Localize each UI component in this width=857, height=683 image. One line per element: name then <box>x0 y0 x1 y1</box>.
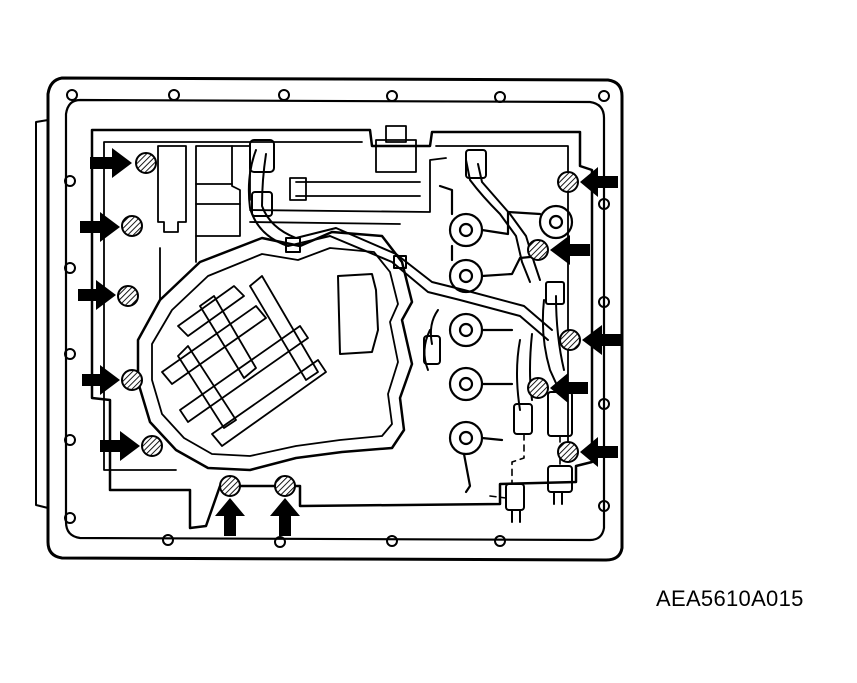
hatched-bolt-head-icon <box>527 239 549 261</box>
hatched-bolt-head-icon <box>219 475 241 497</box>
hatched-bolt-head-icon <box>117 285 139 307</box>
pan-side-lip <box>35 119 49 509</box>
solid-arrow-icon <box>78 280 116 310</box>
hatched-bolt-head-icon <box>557 441 579 463</box>
solid-arrow-icon <box>82 365 120 395</box>
solid-arrow-icon <box>580 167 618 197</box>
hatched-bolt-head-icon <box>121 369 143 391</box>
oil-strainer-inner <box>151 247 399 457</box>
pan-inner-flange <box>64 98 606 542</box>
solid-arrow-icon <box>580 437 618 467</box>
hatched-bolt-head-icon <box>141 435 163 457</box>
harness-connectors <box>249 139 573 523</box>
figure-code-label: AEA5610A015 <box>656 586 804 611</box>
solenoid-valves <box>438 184 574 494</box>
hatched-bolt-head-icon <box>135 152 157 174</box>
solid-arrow-icon <box>550 373 588 403</box>
hatched-bolt-head-icon <box>527 377 549 399</box>
valve-body-inner-line <box>103 141 569 471</box>
valve-body-outline <box>90 128 594 530</box>
solid-arrow-icon <box>100 431 140 461</box>
callout-arrows <box>78 148 622 536</box>
solid-arrow-icon <box>550 235 590 265</box>
solid-arrow-icon <box>215 498 245 536</box>
solid-arrow-icon <box>90 148 132 178</box>
hatched-bolt-head-icon <box>121 215 143 237</box>
wiring-harness <box>247 149 565 411</box>
shift-valve-block <box>249 125 447 225</box>
hatched-bolt-heads <box>117 152 581 497</box>
flange-bolt-holes <box>64 89 610 548</box>
hatched-bolt-head-icon <box>274 475 296 497</box>
manual-valve-stack <box>157 145 251 301</box>
solid-arrow-icon <box>582 325 622 355</box>
hatched-bolt-head-icon <box>559 329 581 351</box>
solid-arrow-icon <box>80 212 120 242</box>
strainer-outlet <box>337 273 379 355</box>
strainer-rib-grid <box>161 275 327 447</box>
solid-arrow-icon <box>270 498 300 536</box>
hatched-bolt-head-icon <box>557 171 579 193</box>
oil-strainer <box>136 230 414 472</box>
pan-outer-flange <box>46 76 624 562</box>
